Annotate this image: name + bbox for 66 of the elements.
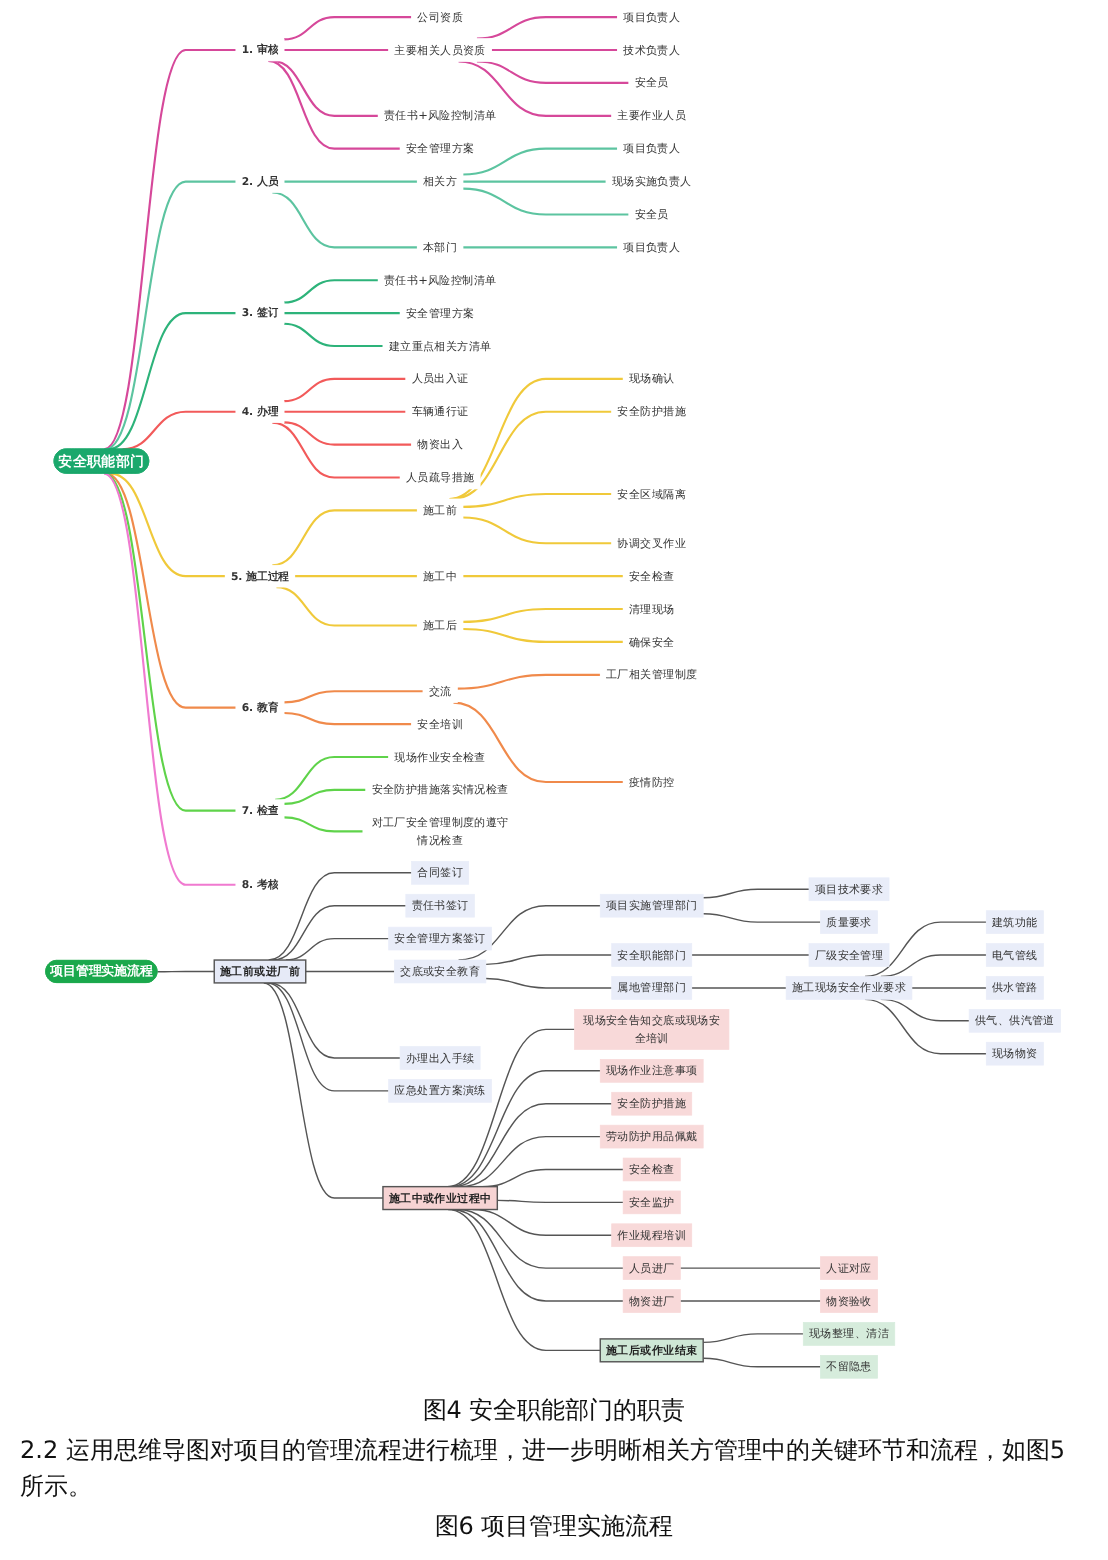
connector (305, 970, 396, 973)
connector (284, 49, 390, 52)
connector (459, 60, 613, 117)
connector (104, 472, 237, 812)
connector (157, 970, 216, 973)
connector (295, 575, 419, 578)
connector (497, 1199, 625, 1204)
connector (703, 1357, 822, 1368)
connector (463, 608, 624, 624)
connector (272, 421, 401, 479)
connector (284, 410, 407, 413)
connector (272, 59, 379, 117)
connector (912, 987, 988, 989)
connector (268, 872, 414, 961)
figure-caption: 图6 项目管理实施流程 (432, 1510, 676, 1544)
connector (463, 246, 619, 249)
connector (463, 628, 624, 644)
connector (105, 180, 237, 451)
connector (268, 59, 401, 150)
connector (277, 586, 419, 627)
connector (284, 712, 413, 726)
connector (284, 690, 424, 704)
connector (463, 180, 607, 183)
connector (272, 191, 419, 249)
connector (104, 472, 237, 886)
connector (284, 377, 407, 403)
connector (263, 982, 385, 1199)
connector (104, 49, 237, 451)
connector (463, 575, 624, 578)
connector (106, 472, 237, 709)
connector (109, 312, 237, 451)
connector (448, 1208, 602, 1352)
connector (485, 954, 614, 966)
connector (691, 987, 788, 989)
connector (463, 492, 613, 508)
connector (492, 49, 619, 52)
connector (463, 147, 619, 176)
connector (452, 1208, 625, 1302)
connector (284, 312, 401, 315)
connector (458, 673, 602, 690)
connector (691, 954, 811, 956)
connector (111, 472, 226, 578)
connector (447, 1028, 577, 1188)
connector (272, 509, 419, 567)
connector (269, 982, 402, 1059)
connector (284, 279, 379, 304)
connector (284, 16, 413, 41)
connector (703, 913, 822, 923)
connector (463, 516, 613, 545)
connector (680, 1267, 822, 1269)
connector (284, 180, 419, 183)
figure-caption: 图4 安全职能部门的职责 (420, 1394, 688, 1428)
connector (454, 701, 624, 784)
connector (284, 421, 413, 446)
connector (273, 905, 408, 961)
connector (284, 816, 364, 833)
connector (275, 755, 390, 801)
connector (284, 322, 384, 348)
connector (703, 1333, 805, 1344)
connector (703, 888, 811, 899)
connector (485, 977, 614, 989)
paragraph: 2.2 运用思维导图对项目的管理流程进行梳理，进一步明晰相关方管理中的关键环节和流程，如图5所示。 (20, 1434, 1068, 1504)
connector (267, 982, 391, 1092)
connector (680, 1300, 822, 1302)
connector (284, 788, 367, 805)
connector (463, 187, 630, 216)
